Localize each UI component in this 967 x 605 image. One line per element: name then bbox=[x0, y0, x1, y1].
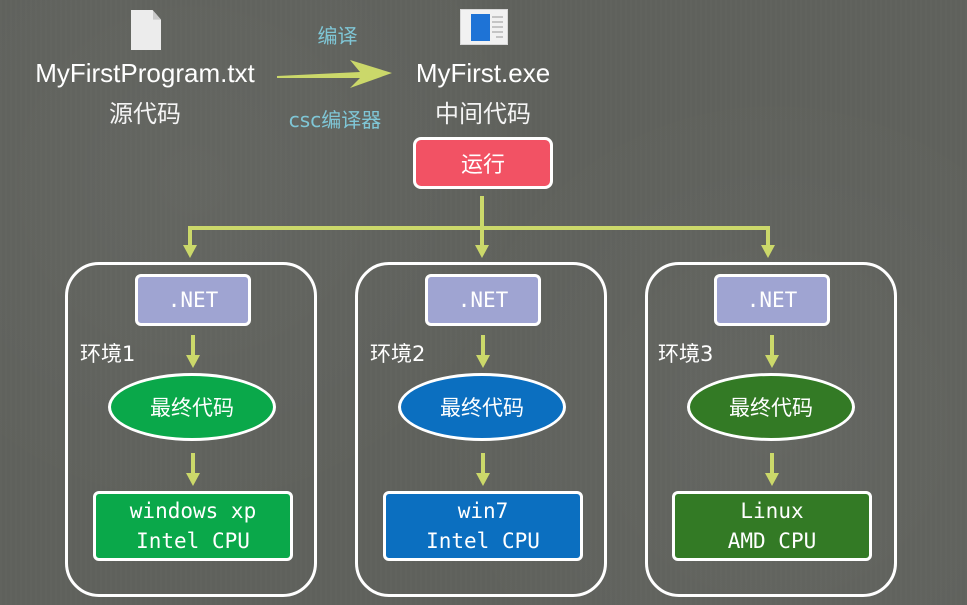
environment-1-box bbox=[65, 262, 317, 597]
output-description: 中间代码 bbox=[435, 100, 531, 128]
env1-dotnet-label: .NET bbox=[167, 288, 219, 312]
env1-os-box: windows xp Intel CPU bbox=[93, 491, 293, 561]
branch-arrowhead-2 bbox=[475, 245, 489, 258]
branch-arrowhead-1 bbox=[183, 245, 197, 258]
env3-os-label: Linux bbox=[740, 499, 804, 523]
env2-cpu-label: Intel CPU bbox=[426, 529, 540, 553]
env1-dotnet-box: .NET bbox=[135, 274, 251, 326]
compiler-label: csc编译器 bbox=[288, 108, 382, 132]
executable-window-icon bbox=[460, 9, 508, 45]
env3-label: 环境3 bbox=[658, 342, 714, 366]
environment-2-box bbox=[355, 262, 607, 597]
compile-label: 编译 bbox=[317, 24, 358, 48]
output-filename: MyFirst.exe bbox=[415, 58, 551, 88]
env1-label: 环境1 bbox=[80, 342, 136, 366]
env3-final-code-label: 最终代码 bbox=[729, 396, 813, 420]
env1-cpu-label: Intel CPU bbox=[136, 529, 250, 553]
env2-os-label: win7 bbox=[457, 499, 509, 523]
source-filename: MyFirstProgram.txt bbox=[35, 58, 255, 88]
env3-final-code-ellipse: 最终代码 bbox=[687, 373, 855, 441]
environment-3-box bbox=[645, 262, 897, 597]
env2-dotnet-label: .NET bbox=[457, 288, 509, 312]
env3-cpu-label: AMD CPU bbox=[727, 529, 817, 553]
env3-os-box: Linux AMD CPU bbox=[672, 491, 872, 561]
env1-final-code-label: 最终代码 bbox=[150, 396, 234, 420]
env2-final-code-label: 最终代码 bbox=[440, 396, 524, 420]
env2-final-code-ellipse: 最终代码 bbox=[398, 373, 566, 441]
env1-final-code-ellipse: 最终代码 bbox=[108, 373, 276, 441]
env3-dotnet-box: .NET bbox=[714, 274, 830, 326]
env1-os-label: windows xp bbox=[129, 499, 257, 523]
env2-os-box: win7 Intel CPU bbox=[383, 491, 583, 561]
source-description: 源代码 bbox=[109, 100, 181, 128]
env2-label: 环境2 bbox=[370, 342, 426, 366]
env2-dotnet-box: .NET bbox=[425, 274, 541, 326]
compile-arrow bbox=[277, 60, 392, 88]
run-button-label: 运行 bbox=[460, 153, 505, 178]
text-document-icon bbox=[131, 10, 161, 50]
branch-arrowhead-3 bbox=[761, 245, 775, 258]
run-button[interactable]: 运行 bbox=[413, 137, 553, 189]
env3-dotnet-label: .NET bbox=[746, 288, 798, 312]
